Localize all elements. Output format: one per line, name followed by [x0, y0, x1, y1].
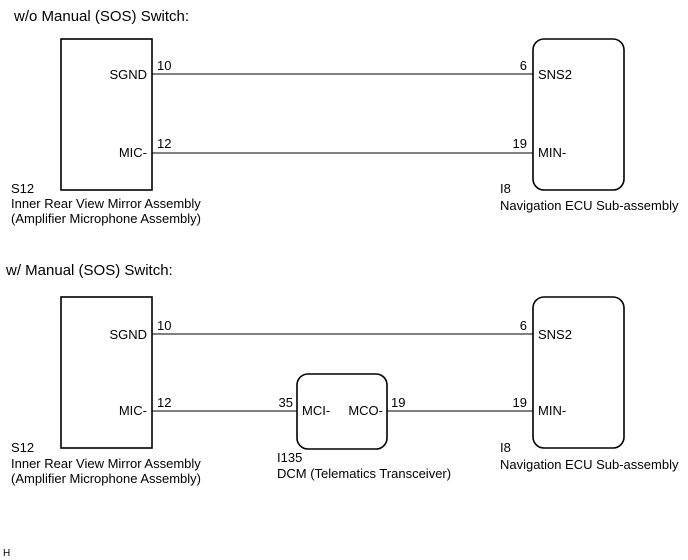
pin-6: 6 — [520, 318, 527, 333]
mirror-terminal-mic: MIC- — [119, 145, 147, 160]
pin-19-ecu: 19 — [513, 395, 527, 410]
heading-without-sos: w/o Manual (SOS) Switch: — [13, 8, 189, 25]
pin-19-dcm: 19 — [391, 395, 405, 410]
dcm-terminal-mco: MCO- — [348, 403, 383, 418]
pin-12: 12 — [157, 395, 171, 410]
pin-12: 12 — [157, 136, 171, 151]
pin-10: 10 — [157, 318, 171, 333]
ecu-terminal-sns2: SNS2 — [538, 327, 572, 342]
pin-19: 19 — [513, 136, 527, 151]
ecu-terminal-sns2: SNS2 — [538, 67, 572, 82]
pin-10: 10 — [157, 58, 171, 73]
dcm-name: DCM (Telematics Transceiver) — [277, 466, 451, 481]
ecu-name: Navigation ECU Sub-assembly — [500, 457, 679, 472]
mirror-code: S12 — [11, 181, 34, 196]
pin-35: 35 — [279, 395, 293, 410]
mirror-terminal-mic: MIC- — [119, 403, 147, 418]
pin-6: 6 — [520, 58, 527, 73]
dcm-terminal-mci: MCI- — [302, 403, 330, 418]
mirror-code: S12 — [11, 440, 34, 455]
mirror-name: Inner Rear View Mirror Assembly — [11, 456, 201, 471]
ecu-code: I8 — [500, 440, 511, 455]
mirror-terminal-sgnd: SGND — [109, 327, 147, 342]
mirror-assembly-box — [60, 296, 153, 449]
ecu-terminal-min: MIN- — [538, 145, 566, 160]
ecu-code: I8 — [500, 181, 511, 196]
mirror-subname: (Amplifier Microphone Assembly) — [11, 211, 201, 226]
ecu-name: Navigation ECU Sub-assembly — [500, 198, 679, 213]
diagram-without-sos-switch: w/o Manual (SOS) Switch: SGND MIC- SNS2 … — [11, 8, 679, 226]
footer-mark: H — [3, 548, 10, 559]
ecu-terminal-min: MIN- — [538, 403, 566, 418]
heading-with-sos: w/ Manual (SOS) Switch: — [5, 262, 173, 279]
mirror-assembly-box — [60, 38, 153, 191]
diagram-with-sos-switch: w/ Manual (SOS) Switch: SGND MIC- MCI- M… — [5, 262, 679, 486]
dcm-code: I135 — [277, 450, 302, 465]
navigation-ecu-box — [532, 38, 625, 191]
mirror-terminal-sgnd: SGND — [109, 67, 147, 82]
mirror-subname: (Amplifier Microphone Assembly) — [11, 471, 201, 486]
navigation-ecu-box — [532, 296, 625, 449]
mirror-name: Inner Rear View Mirror Assembly — [11, 196, 201, 211]
